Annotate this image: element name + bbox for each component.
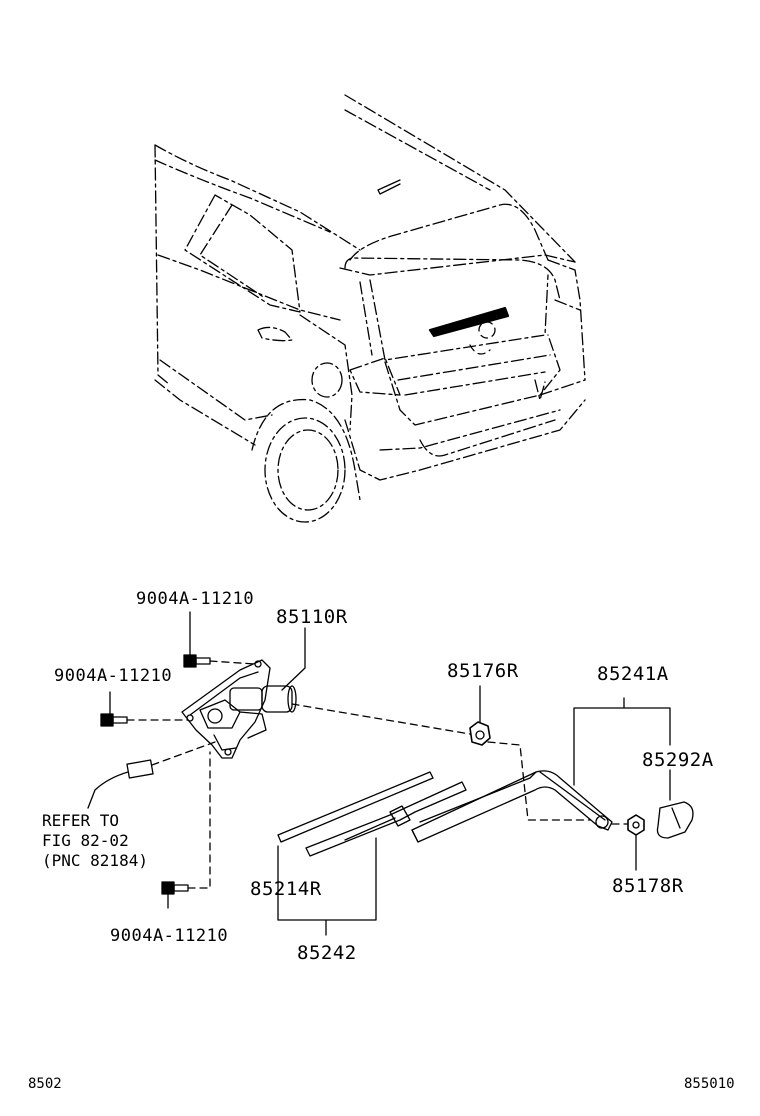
blade-label: 85214R (250, 878, 322, 900)
motor-leader (281, 627, 306, 691)
bolt-bottom-icon (161, 751, 211, 909)
cap-nut-label: 85176R (447, 660, 519, 682)
cap-label: 85292A (642, 749, 714, 771)
blade-bracket (277, 837, 377, 936)
car-illustration (154, 94, 586, 523)
bolt-top-label: 9004A-11210 (136, 589, 255, 609)
arm-assy-label: 85241A (597, 663, 669, 685)
cap-nut-icon (469, 685, 491, 746)
refer-line-3: (PNC 82184) (42, 851, 148, 870)
blade-assy-label: 85242 (297, 942, 357, 964)
motor-label: 85110R (276, 606, 348, 628)
refer-line-1: REFER TO (42, 811, 120, 830)
refer-note: REFER TO FIG 82-02 (PNC 82184) (42, 811, 148, 871)
footer-right-code: 855010 (684, 1076, 735, 1092)
footer-left-code: 8502 (28, 1076, 62, 1092)
bolt-left-icon (100, 691, 189, 727)
bolt-left-label: 9004A-11210 (54, 666, 173, 686)
wiper-motor (181, 659, 297, 759)
axis-line (291, 703, 471, 735)
wiper-arm (411, 770, 613, 843)
nut-icon (611, 814, 645, 871)
bolt-top-icon (183, 611, 256, 668)
arm-bracket (573, 697, 671, 786)
refer-line-2: FIG 82-02 (42, 831, 129, 850)
cap-icon (656, 769, 694, 839)
nut-label: 85178R (612, 875, 684, 897)
bolt-bottom-label: 9004A-11210 (110, 926, 229, 946)
connector-icon (87, 741, 216, 809)
wiper-blade (277, 771, 467, 857)
